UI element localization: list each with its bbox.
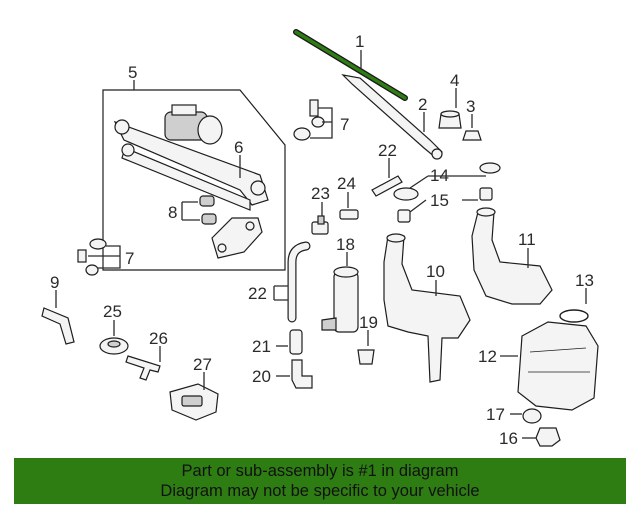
callout-1: 1: [355, 32, 364, 51]
callout-4: 4: [450, 71, 459, 90]
reservoir-part-10: [383, 233, 471, 383]
banner-line-2: Diagram may not be specific to your vehi…: [160, 482, 480, 500]
callout-9: 9: [50, 273, 59, 292]
callout-21: 21: [252, 337, 271, 356]
info-banner: Part or sub-assembly is #1 in diagram Di…: [14, 458, 626, 504]
callout-17: 17: [486, 405, 505, 424]
callout-16: 16: [499, 429, 518, 448]
callout-8: 8: [168, 203, 177, 222]
reservoir-part-11: [471, 207, 553, 305]
cap-part-14: [393, 162, 501, 201]
connector-part-26: [125, 355, 161, 381]
callout-2: 2: [418, 95, 427, 114]
tank-part-12: [517, 321, 599, 411]
callout-7-upper: 7: [340, 115, 349, 134]
callout-25: 25: [103, 302, 122, 321]
callout-11: 11: [518, 230, 536, 249]
seal-part-17: [522, 408, 542, 424]
nozzle-part-22-upper: [371, 175, 403, 197]
callout-18: 18: [336, 235, 355, 254]
callout-20: 20: [252, 367, 271, 386]
grommet-part-19: [357, 349, 375, 365]
callout-15: 15: [430, 191, 449, 210]
callout-7-lower: 7: [125, 249, 134, 268]
parts-diagram: 1 2 4 3 5 6 8: [41, 29, 599, 448]
callout-24: 24: [337, 174, 356, 193]
callout-13: 13: [575, 271, 594, 290]
callout-5: 5: [128, 63, 137, 82]
callout-23: 23: [311, 184, 330, 203]
bracket-part-9: [41, 307, 75, 345]
o-ring-part-13: [559, 309, 589, 323]
callout-22-upper: 22: [378, 141, 397, 160]
callout-14: 14: [430, 166, 449, 185]
bolt-part-7-upper: [293, 99, 325, 141]
wiper-arm-part-2: [341, 74, 443, 160]
callout-27: 27: [193, 355, 212, 374]
callout-10: 10: [426, 262, 445, 281]
nut-part-3: [462, 130, 482, 141]
callout-12: 12: [478, 347, 497, 366]
nozzle-part-23: [311, 215, 329, 235]
hose-part-22-lower: [287, 241, 311, 323]
connector-part-21: [289, 329, 303, 355]
callout-19: 19: [359, 313, 378, 332]
wiper-linkage-part-5: [102, 89, 286, 271]
callout-6: 6: [234, 138, 243, 157]
arm-cap-part-4: [438, 110, 462, 129]
nozzle-part-24: [339, 209, 359, 220]
elbow-part-20: [291, 359, 313, 389]
pump-part-16: [535, 427, 561, 447]
bolt-part-7-lower: [77, 238, 107, 276]
callout-22-lower: 22: [248, 284, 267, 303]
callout-26: 26: [149, 329, 168, 348]
washer-pump-part-18: [321, 266, 359, 333]
nozzle-part-27: [169, 383, 219, 421]
callout-3: 3: [466, 97, 475, 116]
grommet-part-25: [99, 337, 129, 355]
seal-part-15: [397, 187, 493, 223]
wiper-blade-part-1[interactable]: [293, 29, 408, 101]
banner-line-1: Part or sub-assembly is #1 in diagram: [181, 462, 459, 480]
